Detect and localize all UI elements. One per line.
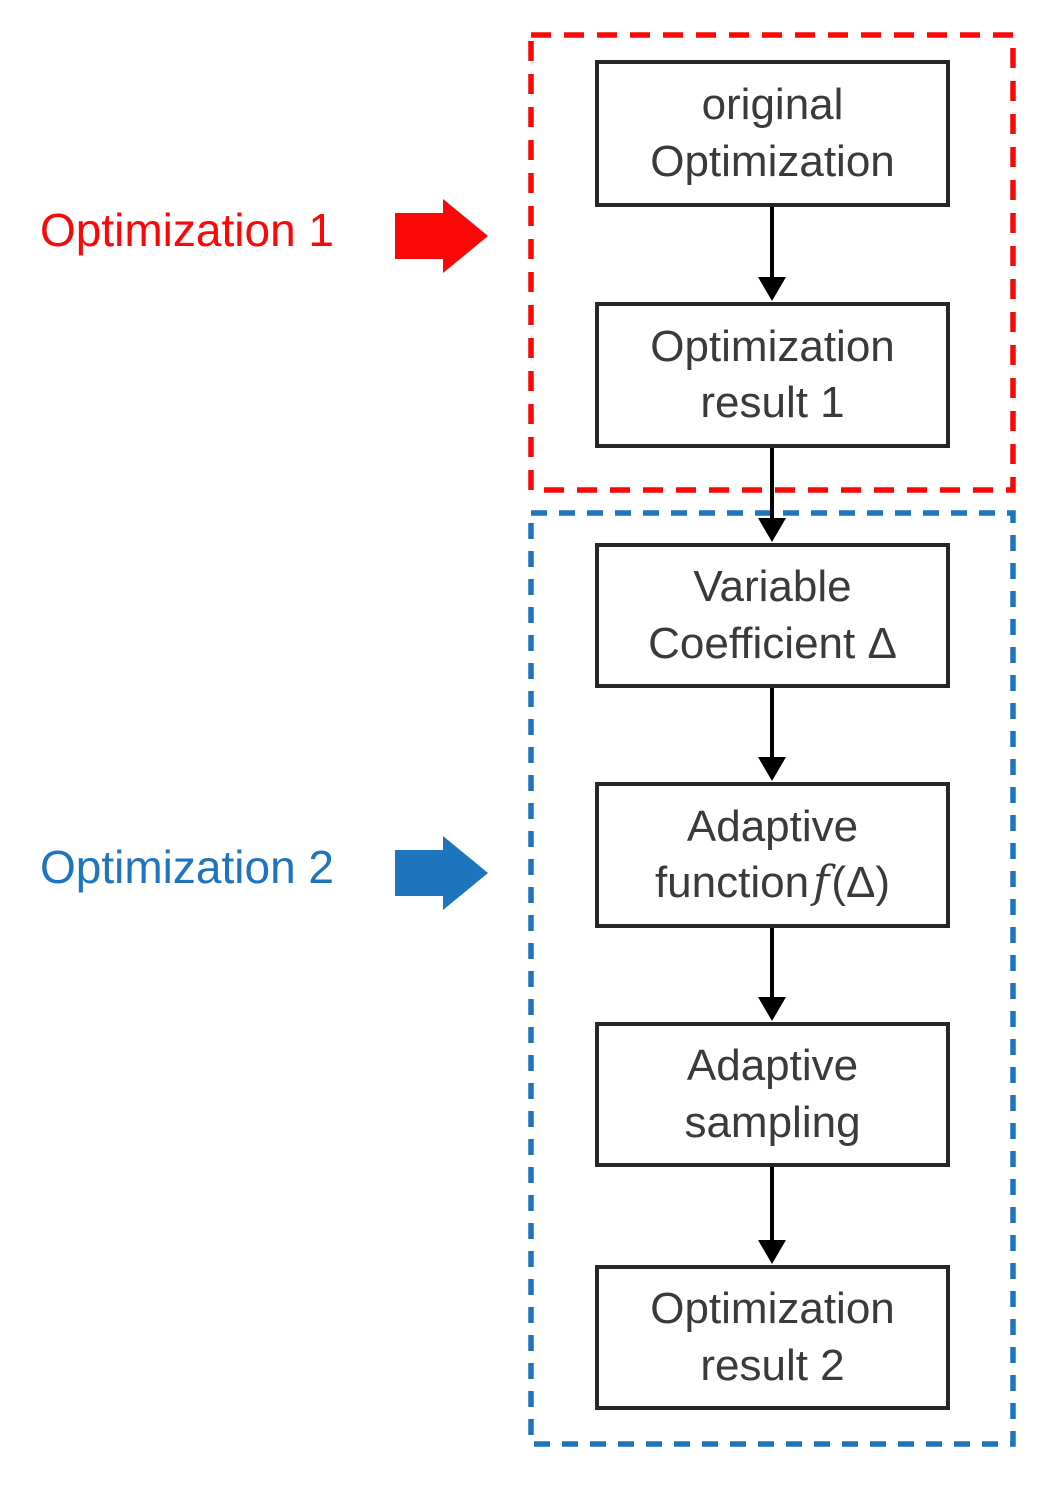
optimization-1-label: Optimization 1 bbox=[40, 204, 335, 256]
math-italic-f: f bbox=[813, 857, 830, 908]
flow-box-original-optimization: original Optimization bbox=[595, 60, 950, 207]
connector-arrow-3 bbox=[758, 688, 786, 781]
flow-box-line: functionf(Δ) bbox=[655, 855, 890, 911]
flow-box-line: Optimization bbox=[650, 136, 895, 186]
flow-box-line: Coefficient Δ bbox=[648, 618, 897, 668]
flow-box-adaptive-function: Adaptive functionf(Δ) bbox=[595, 782, 950, 928]
flow-box-line: Adaptive bbox=[686, 1041, 859, 1091]
right-block-arrow-icon bbox=[395, 199, 488, 273]
flow-box-optimization-result-1: Optimization result 1 bbox=[595, 302, 950, 448]
flow-box-line: original bbox=[701, 80, 844, 130]
flow-box-line: Optimization bbox=[650, 321, 895, 371]
optimization-1-group-outline bbox=[528, 32, 1016, 493]
optimization-2-group-outline bbox=[528, 510, 1016, 1447]
connector-arrow-2 bbox=[758, 448, 786, 542]
flow-box-line: sampling bbox=[684, 1097, 861, 1147]
optimization-2-label: Optimization 2 bbox=[40, 841, 335, 893]
flow-box-line-text: function bbox=[654, 858, 810, 907]
flow-box-line-formula: (Δ) bbox=[831, 858, 891, 907]
flow-box-variable-coefficient-delta: Variable Coefficient Δ bbox=[595, 543, 950, 688]
connector-arrow-1 bbox=[758, 207, 786, 301]
flow-box-optimization-result-2: Optimization result 2 bbox=[595, 1265, 950, 1410]
flow-box-line: result 2 bbox=[700, 1340, 845, 1390]
flow-box-line: result 1 bbox=[700, 378, 845, 427]
connector-arrow-5 bbox=[758, 1167, 786, 1264]
flow-box-line: Adaptive bbox=[686, 801, 859, 851]
connector-arrow-4 bbox=[758, 928, 786, 1021]
flow-box-line: Variable bbox=[693, 562, 852, 612]
flow-box-line: Optimization bbox=[650, 1284, 895, 1334]
right-block-arrow-icon bbox=[395, 836, 488, 910]
flow-box-adaptive-sampling: Adaptive sampling bbox=[595, 1022, 950, 1167]
